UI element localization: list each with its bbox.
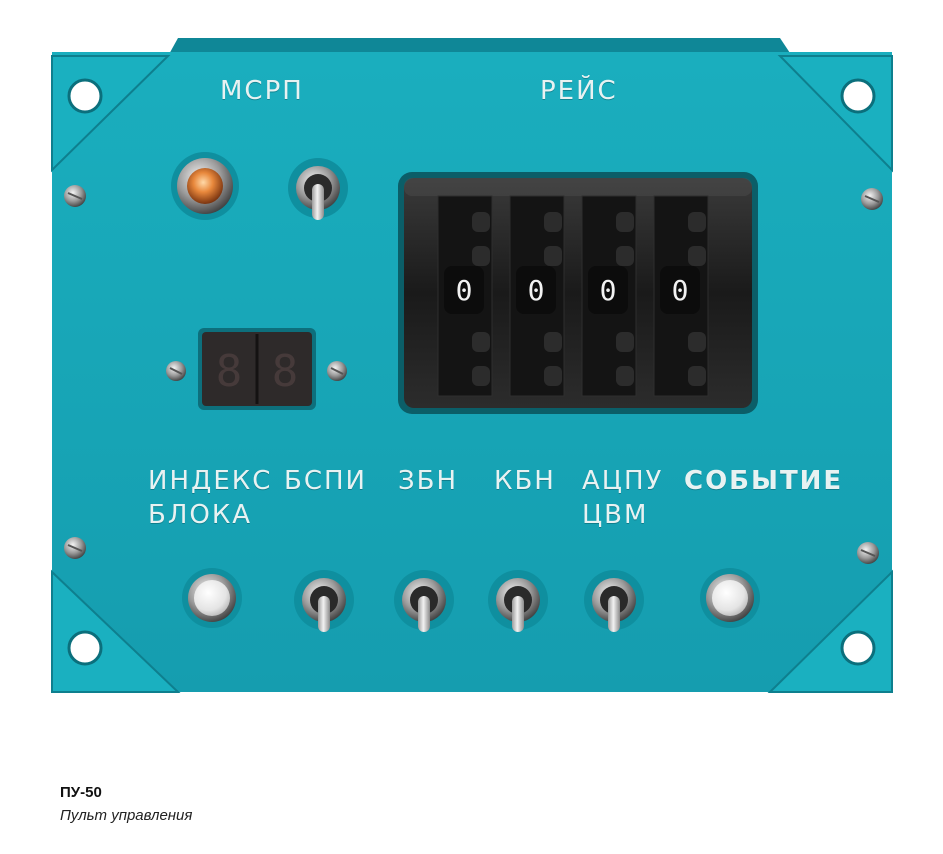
counter-wheel-4[interactable]: 0 xyxy=(653,195,709,397)
index-block-button[interactable] xyxy=(182,568,242,628)
label-bspi: БСПИ xyxy=(284,466,367,496)
kbn-toggle-switch[interactable] xyxy=(488,570,548,632)
label-zbn: ЗБН xyxy=(398,466,459,496)
housing-top-edge xyxy=(168,38,792,56)
counter-digit-4: 0 xyxy=(672,274,689,307)
segment-digit-1: 8 xyxy=(216,346,243,397)
caption-title: ПУ-50 xyxy=(60,784,102,801)
acpu-cvm-toggle-switch[interactable] xyxy=(584,570,644,632)
label-kbn: КБН xyxy=(494,466,556,496)
flight-counter-wheels: 0 0 0 0 xyxy=(437,195,709,397)
label-acpu-cvm: АЦПУ ЦВМ xyxy=(582,466,664,530)
counter-wheel-3[interactable]: 0 xyxy=(581,195,637,397)
counter-digit-1: 0 xyxy=(456,274,473,307)
bspi-toggle-switch[interactable] xyxy=(294,570,354,632)
zbn-toggle-switch[interactable] xyxy=(394,570,454,632)
counter-wheel-2[interactable]: 0 xyxy=(509,195,565,397)
msrp-indicator-lamp xyxy=(171,152,239,220)
counter-digit-2: 0 xyxy=(528,274,545,307)
segment-digit-2: 8 xyxy=(272,346,299,397)
screws xyxy=(64,185,883,564)
label-sobytie: СОБЫТИЕ xyxy=(684,466,844,496)
msrp-toggle-switch[interactable] xyxy=(288,158,348,220)
index-segment-display xyxy=(198,328,316,410)
sobytie-button[interactable] xyxy=(700,568,760,628)
label-index-block: ИНДЕКС БЛОКА xyxy=(148,466,273,530)
label-reis: РЕЙС xyxy=(540,76,618,106)
counter-wheel-1[interactable]: 0 xyxy=(437,195,493,397)
counter-digit-3: 0 xyxy=(600,274,617,307)
caption-subtitle: Пульт управления xyxy=(60,807,193,824)
label-msrp: МСРП xyxy=(220,76,304,106)
mounting-holes xyxy=(67,78,876,666)
